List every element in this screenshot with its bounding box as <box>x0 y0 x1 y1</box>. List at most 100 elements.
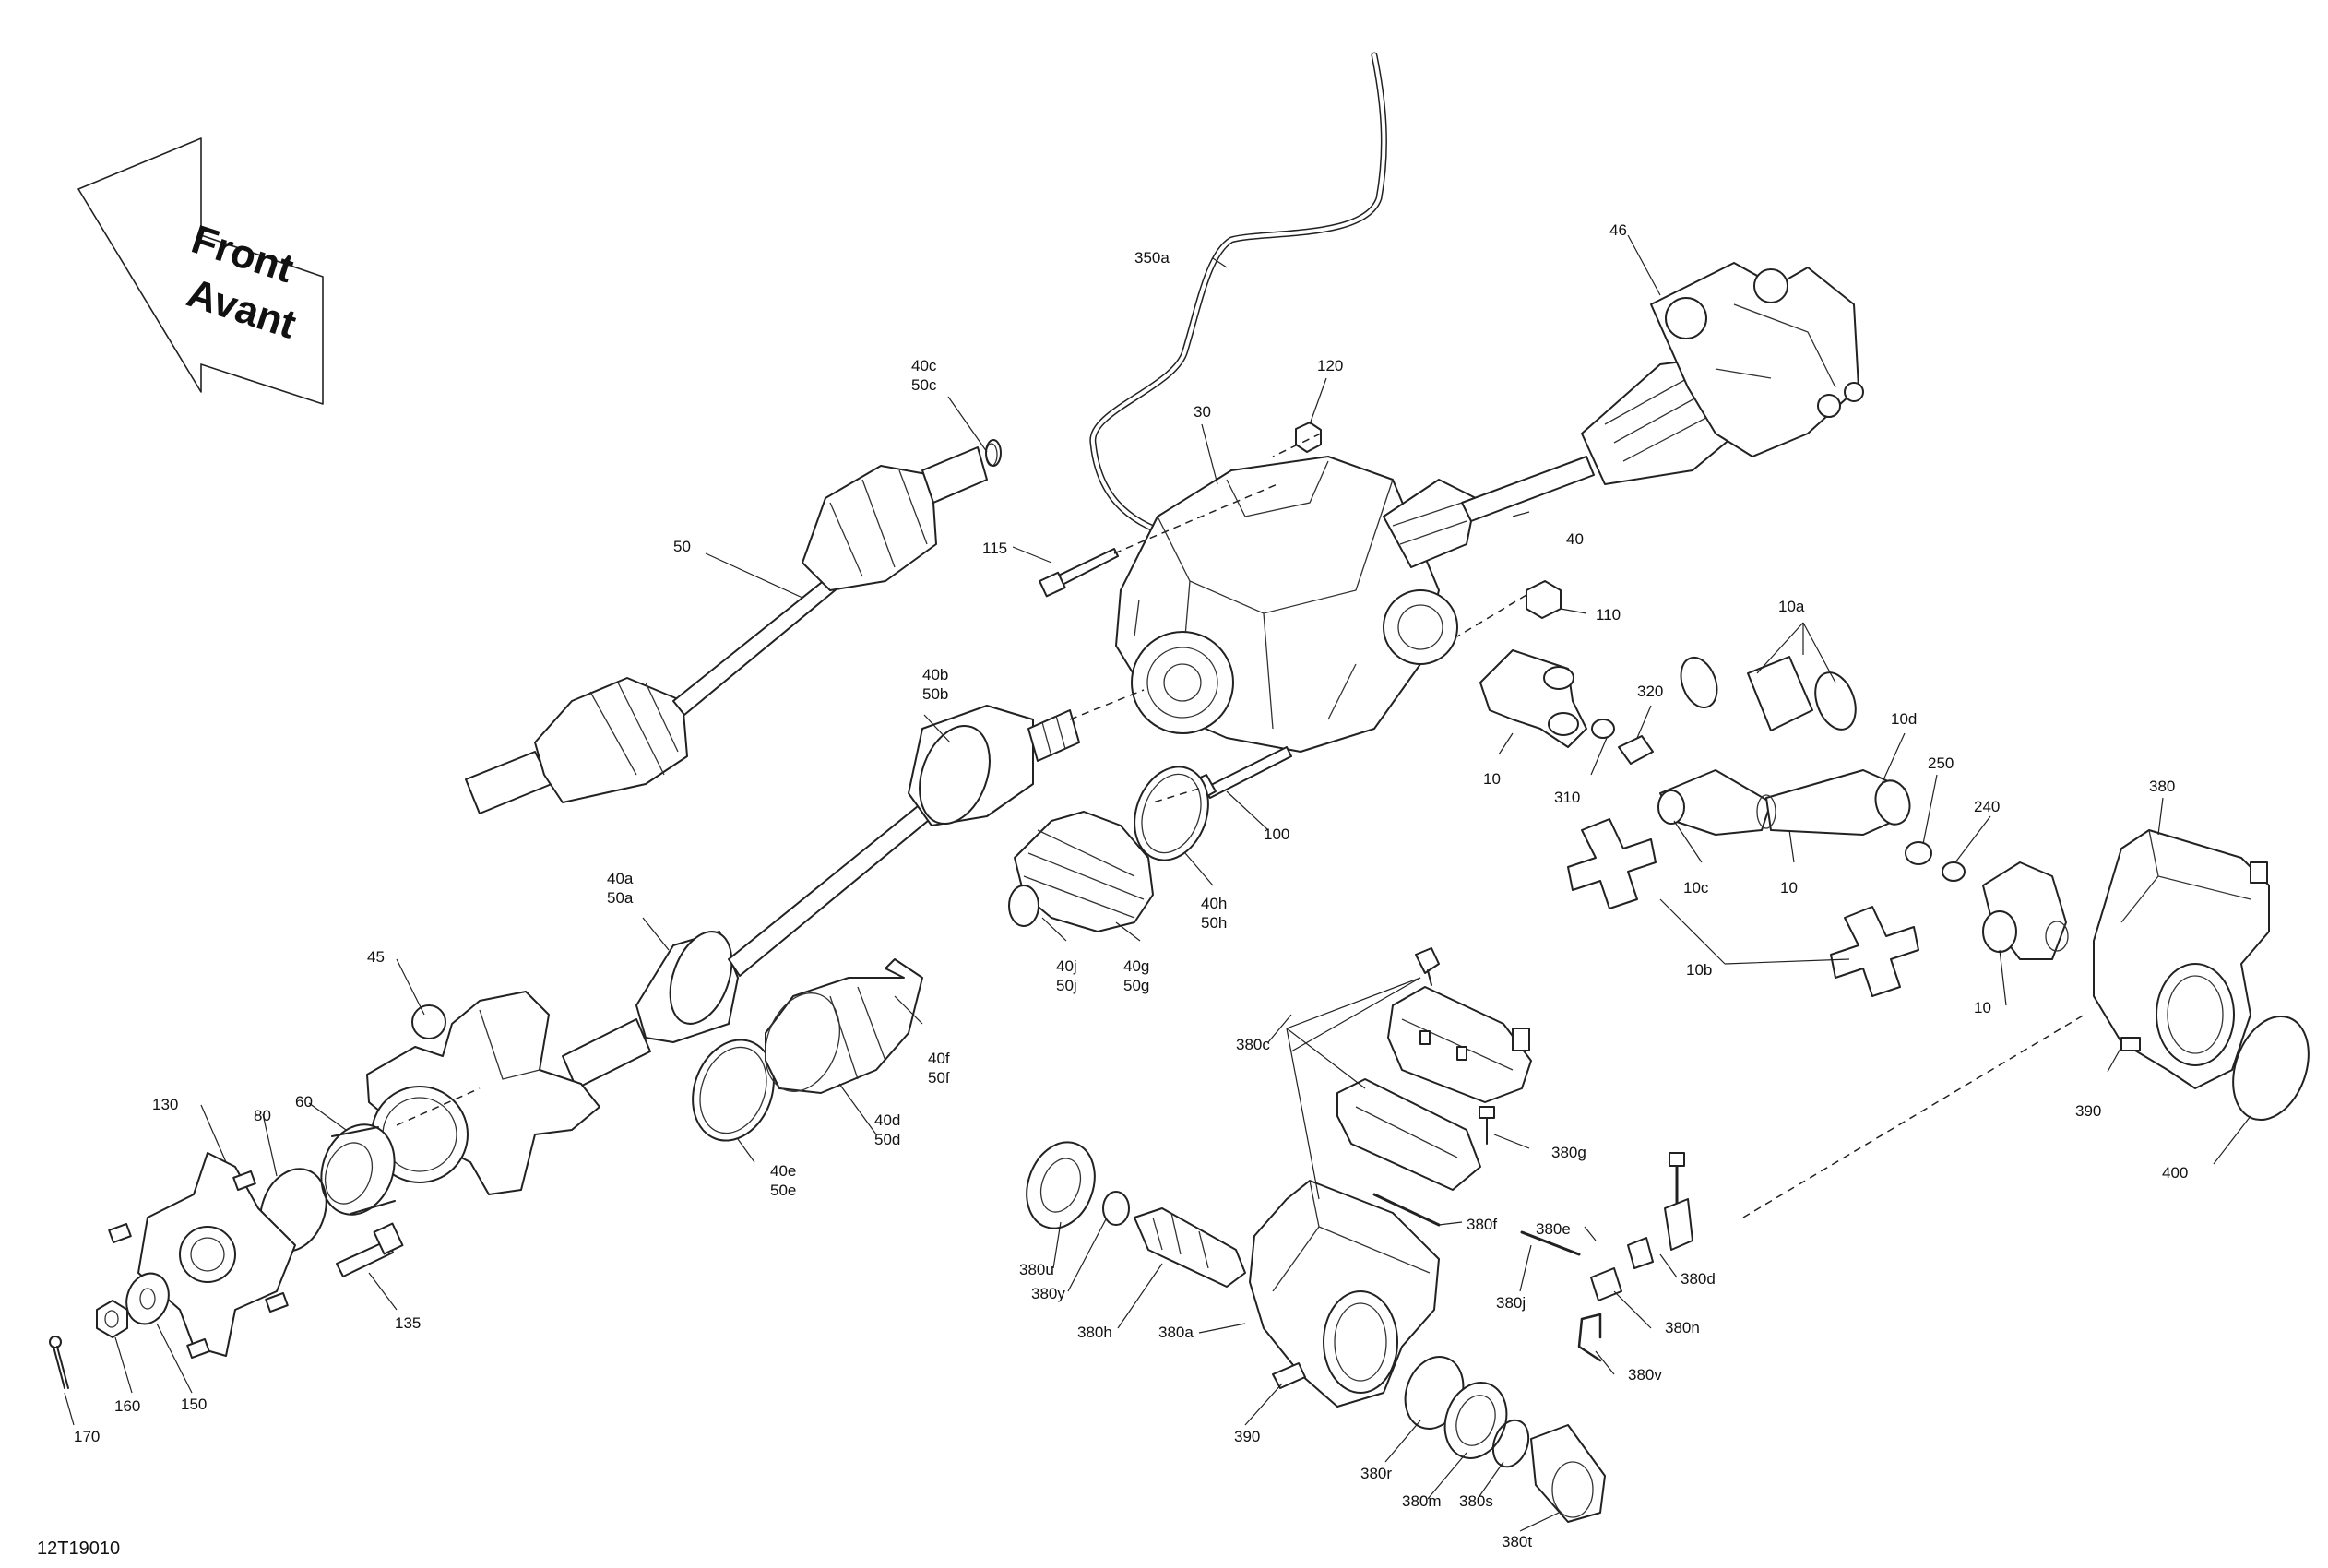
label-50f: 50f <box>928 1069 950 1087</box>
label-10-top: 10 <box>1483 770 1501 788</box>
label-320: 320 <box>1637 683 1663 700</box>
label-100: 100 <box>1264 826 1289 843</box>
fork-380v <box>1577 1313 1602 1362</box>
label-80: 80 <box>254 1107 271 1124</box>
assembly-dashed-lines <box>396 433 2085 1218</box>
label-50d: 50d <box>874 1131 900 1148</box>
nut-120 <box>1295 422 1322 453</box>
label-45: 45 <box>367 948 385 966</box>
label-400: 400 <box>2162 1164 2188 1182</box>
boot-40j <box>1008 885 1039 927</box>
drawing-id: 12T19010 <box>37 1538 120 1559</box>
label-50j: 50j <box>1056 977 1077 994</box>
label-350a: 350a <box>1134 249 1170 267</box>
bolt-320 <box>1618 735 1654 765</box>
axle-50 <box>465 443 998 814</box>
bearing-60 <box>320 1123 396 1216</box>
bolt-115 <box>1039 548 1119 598</box>
label-380c: 380c <box>1236 1036 1270 1053</box>
axle-40b-40a <box>562 705 1080 1089</box>
label-380n: 380n <box>1665 1319 1700 1336</box>
shaft-380h <box>1134 1207 1246 1288</box>
label-10b: 10b <box>1686 961 1712 979</box>
label-380s: 380s <box>1459 1492 1493 1510</box>
label-60: 60 <box>295 1093 313 1111</box>
label-170: 170 <box>74 1428 100 1445</box>
label-380v: 380v <box>1628 1366 1662 1384</box>
sleeve-380t <box>1530 1424 1606 1523</box>
clamp-40e <box>692 1039 775 1142</box>
label-380h: 380h <box>1077 1324 1112 1341</box>
nut-250 <box>1905 841 1932 865</box>
bolt-380g <box>1479 1106 1495 1145</box>
label-50e: 50e <box>770 1182 796 1199</box>
clip-40c <box>985 439 1002 467</box>
steering-knuckle-46 <box>1650 262 1864 457</box>
label-10-mid: 10 <box>1780 879 1798 897</box>
ring-380s <box>1491 1419 1530 1468</box>
bolt-135 <box>336 1222 404 1277</box>
label-50b: 50b <box>922 685 948 703</box>
cotter-pin-170 <box>49 1336 69 1389</box>
label-46: 46 <box>1609 221 1627 239</box>
label-380a: 380a <box>1158 1324 1194 1341</box>
ujoint-cross-10b-upper <box>1567 818 1657 909</box>
boot-40g <box>1014 811 1154 932</box>
label-380-top: 380 <box>2149 778 2175 795</box>
bushing-380e <box>1627 1237 1654 1269</box>
label-50h: 50h <box>1201 914 1227 932</box>
label-380t: 380t <box>1502 1533 1532 1550</box>
label-10a: 10a <box>1778 598 1805 615</box>
ujoint-cross-10b-lower <box>1830 906 1919 997</box>
label-310: 310 <box>1554 789 1580 806</box>
label-50c: 50c <box>911 376 937 394</box>
gasket-plate-380g <box>1336 1078 1481 1191</box>
label-380y: 380y <box>1031 1285 1065 1302</box>
pin-380j <box>1520 1230 1581 1256</box>
actuator-380d <box>1664 1152 1693 1251</box>
label-120: 120 <box>1317 357 1343 374</box>
gearbox-housing-380a <box>1249 1180 1440 1408</box>
label-40: 40 <box>1566 530 1584 548</box>
leader-lines <box>64 234 2251 1532</box>
seal-380u <box>1026 1141 1096 1229</box>
label-380r: 380r <box>1360 1465 1392 1482</box>
nut-110 <box>1526 580 1562 619</box>
label-390-bottom: 390 <box>1234 1428 1260 1445</box>
label-380u: 380u <box>1019 1261 1054 1278</box>
label-40d: 40d <box>874 1111 900 1129</box>
label-50: 50 <box>673 538 691 555</box>
label-150: 150 <box>181 1396 207 1413</box>
label-380j: 380j <box>1496 1294 1526 1312</box>
knuckle-45 <box>366 991 600 1195</box>
label-40b: 40b <box>922 666 948 683</box>
part-labels: 350a 46 120 30 40c 50c 50 115 40 110 10a… <box>74 221 2188 1550</box>
label-380g: 380g <box>1551 1144 1586 1161</box>
shaft-10c-10d <box>1657 769 1911 836</box>
nut-160 <box>96 1300 128 1338</box>
label-240: 240 <box>1974 798 2000 815</box>
gearbox-cover-380c <box>1387 986 1532 1103</box>
block-380n <box>1590 1267 1622 1301</box>
label-380m: 380m <box>1402 1492 1442 1510</box>
label-40g: 40g <box>1123 957 1149 975</box>
washer-240 <box>1942 861 1966 882</box>
clamp-40h <box>1134 766 1209 861</box>
label-50a: 50a <box>607 889 634 907</box>
label-10d: 10d <box>1891 710 1917 728</box>
label-40a: 40a <box>607 870 634 887</box>
label-115: 115 <box>982 540 1007 557</box>
label-380f: 380f <box>1467 1216 1497 1233</box>
label-40e: 40e <box>770 1162 796 1180</box>
yoke-10-lower <box>1982 861 2069 960</box>
label-250: 250 <box>1928 754 1954 772</box>
label-10-right: 10 <box>1974 999 1991 1016</box>
gearbox-380-assembly <box>2093 829 2270 1089</box>
oring-400 <box>2232 1015 2310 1122</box>
pin-380f <box>1372 1193 1441 1227</box>
ring-380y <box>1102 1191 1130 1226</box>
yoke-10-upper <box>1479 649 1587 748</box>
label-30: 30 <box>1194 403 1211 421</box>
wheel-hub-130 <box>108 1152 296 1359</box>
